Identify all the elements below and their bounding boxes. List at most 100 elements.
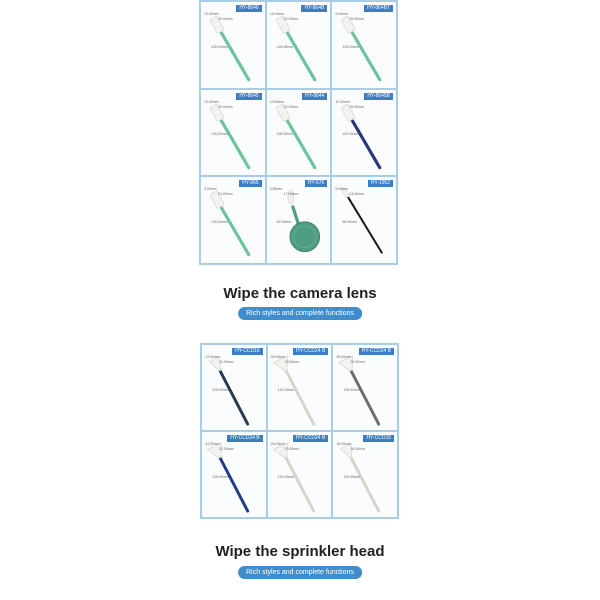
swab-image: [341, 187, 384, 254]
dimension-label: 13.00mm: [204, 99, 219, 104]
swab-container-disk: [289, 221, 320, 253]
dimension-label: 16.00mm: [336, 442, 351, 446]
swab-handle: [219, 117, 251, 169]
model-tag: HY-CCD15: [363, 435, 394, 442]
swab-handle: [284, 30, 317, 82]
dimension-label: 13.50mm: [269, 99, 285, 104]
dimension-label: 16.00mm: [269, 12, 285, 16]
dimension-label: 9.00mm: [335, 12, 348, 16]
swab-handle: [218, 369, 250, 426]
swab-illustration: [272, 442, 315, 513]
model-tag: HY-864BT: [364, 5, 393, 12]
swab-handle: [218, 456, 250, 513]
swab-head: [287, 190, 294, 205]
model-tag: HY-864B: [301, 5, 328, 12]
swab-head: [272, 442, 288, 459]
swab-head: [341, 16, 356, 34]
dimension-label: 5.00mm: [335, 187, 348, 192]
swab-handle: [284, 117, 317, 169]
dimension-label: 120.00mm: [277, 387, 295, 392]
swab-head: [210, 103, 225, 122]
model-tag: HY-CCD16: [232, 348, 263, 355]
swab-illustration: [275, 16, 317, 82]
dimension-label: 24.00mm: [218, 192, 233, 197]
swab-head: [275, 103, 290, 122]
swab-image: [272, 355, 315, 426]
swab-image: [206, 442, 250, 513]
dimension-label: 25.00mm: [283, 17, 299, 21]
dimension-label: 13.00mm: [349, 192, 364, 197]
dimension-label: 120.00mm: [343, 474, 360, 479]
model-tag: HY-8645: [236, 92, 262, 100]
dimension-label: 122.00mm: [342, 132, 359, 137]
dimension-label: 125.00mm: [211, 132, 228, 137]
swab-handle: [347, 196, 384, 254]
dimension-label: 20.00mm: [350, 360, 365, 364]
swab-illustration: [275, 103, 317, 169]
dimension-label: 13.00mm: [205, 355, 220, 359]
dimension-label: 22.00mm: [219, 447, 234, 451]
swab-illustration: [206, 442, 250, 513]
swab-handle: [284, 456, 315, 513]
dimension-label: 19.50mm: [284, 360, 300, 364]
dimension-label: 120.00mm: [277, 474, 295, 479]
swab-head: [341, 187, 350, 199]
swab-head: [206, 442, 222, 459]
swab-image: [338, 355, 381, 426]
dimension-label: 3.50mm: [269, 187, 283, 192]
model-tag: HY-865: [239, 180, 262, 188]
swab-image: [210, 103, 251, 169]
section-subtitle-camera: Rich styles and complete functions: [238, 307, 362, 320]
swab-handle: [349, 456, 381, 513]
swab-image: [275, 103, 317, 169]
dimension-label: 25.00mm: [218, 17, 233, 21]
swab-head: [210, 16, 225, 34]
swab-head: [210, 191, 225, 209]
dimension-label: 26.00mm: [336, 355, 351, 359]
swab-illustration: [210, 191, 251, 257]
swab-head: [341, 103, 356, 122]
dimension-label: 9.00mm: [204, 187, 217, 192]
dimension-label: 25.00mm: [218, 104, 233, 109]
swab-illustration: [338, 355, 381, 426]
swab-image: [208, 356, 250, 426]
swab-image: [210, 16, 251, 82]
swab-image: [287, 190, 320, 253]
dimension-label: 17.00mm: [283, 192, 299, 197]
dimension-label: 95.00mm: [342, 220, 357, 225]
swab-image: [340, 443, 381, 513]
swab-head: [340, 443, 353, 459]
model-tag: HY-1052: [367, 180, 393, 188]
swab-image: [341, 16, 382, 82]
model-tag: HY-8644: [302, 92, 328, 100]
swab-handle: [349, 369, 381, 426]
dimension-label: 125.00mm: [211, 44, 228, 49]
swab-illustration: [340, 443, 381, 513]
dimension-label: 18.00mm: [350, 447, 365, 451]
model-tag: HY-676: [304, 180, 328, 188]
swab-image: [275, 16, 317, 82]
dimension-label: 125.00mm: [342, 44, 359, 49]
swab-illustration: [208, 356, 250, 426]
swab-image: [210, 191, 251, 257]
dimension-label: 82.00mm: [276, 220, 292, 225]
dimension-label: 125.00mm: [276, 44, 294, 49]
swab-illustration: [341, 16, 382, 82]
